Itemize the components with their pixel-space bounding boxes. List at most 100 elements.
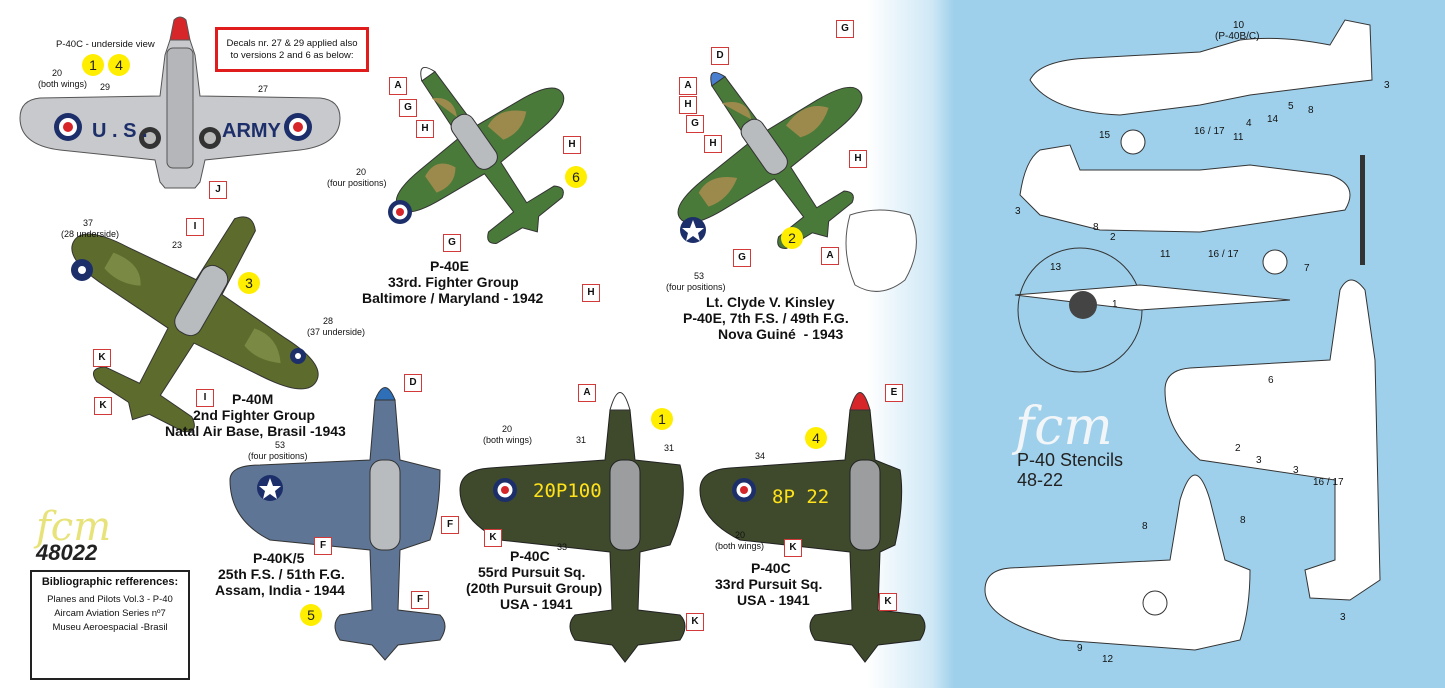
stencil-8: 8 <box>1093 222 1099 233</box>
stencil-9: 9 <box>1077 643 1083 654</box>
stencil-8: 8 <box>1240 515 1246 526</box>
caption-kinsley-1: Lt. Clyde V. Kinsley <box>706 294 835 310</box>
stencil-12: 12 <box>1102 654 1114 665</box>
label-k53-positions: (four positions) <box>248 451 308 461</box>
label-c55-both-wings: (both wings) <box>483 435 533 445</box>
stencil-code: 48-22 <box>1017 470 1064 490</box>
marker-k: K <box>784 539 802 557</box>
badge-1: 1 <box>82 54 104 76</box>
caption-p40k-3: Assam, India - 1944 <box>215 582 345 598</box>
stencil-2: 2 <box>1110 232 1116 243</box>
caption-p40c55-3: (20th Pursuit Group) <box>466 580 603 596</box>
stencil-3: 3 <box>1256 455 1262 466</box>
marker-a: A <box>679 77 697 95</box>
caption-p40e-2: 33rd. Fighter Group <box>388 274 519 290</box>
stencil-top-view <box>1164 279 1381 601</box>
label-kinsley-53: 53 <box>694 271 705 281</box>
label-c55-31a: 31 <box>576 435 587 445</box>
marker-e: E <box>885 384 903 402</box>
marker-h: H <box>416 120 434 138</box>
marker-h: H <box>563 136 581 154</box>
label-c33-both-wings: (both wings) <box>715 541 765 551</box>
label-m37: 37 <box>83 218 94 228</box>
stencil-11: 11 <box>1160 249 1171 260</box>
marker-g: G <box>399 99 417 117</box>
label-k53: 53 <box>275 440 286 450</box>
stencil-10: 10 <box>1233 20 1245 31</box>
caption-p40k-2: 25th F.S. / 51th F.G. <box>218 566 345 582</box>
label-m23: 23 <box>172 240 183 250</box>
stencil-16-17: 16 / 17 <box>1313 477 1344 488</box>
marker-g: G <box>836 20 854 38</box>
p40e-kinsley-aircraft <box>677 71 863 249</box>
marker-k: K <box>686 613 704 631</box>
label-27: 27 <box>258 84 269 94</box>
label-m28: 28 <box>323 316 334 326</box>
marker-d: D <box>404 374 422 392</box>
caption-kinsley-3: Nova Guiné - 1943 <box>718 326 844 342</box>
label-kinsley-positions: (four positions) <box>666 282 726 292</box>
stencil-10-version: (P-40B/C) <box>1215 31 1260 42</box>
stencil-3: 3 <box>1293 465 1299 476</box>
caption-p40c55-2: 55rd Pursuit Sq. <box>478 564 586 580</box>
label-c33-34: 34 <box>755 451 766 461</box>
caption-p40e-1: P-40E <box>430 258 469 274</box>
p40c-underside-aircraft <box>19 16 341 189</box>
caption-p40c33-3: USA - 1941 <box>737 592 810 608</box>
stencil-11: 11 <box>1233 132 1244 143</box>
serial-20p100: 20P100 <box>533 480 602 502</box>
stencil-14: 14 <box>1267 114 1279 125</box>
stencil-15: 15 <box>1099 130 1111 141</box>
label-c55-33: 33 <box>557 542 568 552</box>
bibliography-box: Bibliographic refferences: Planes and Pi… <box>30 570 190 680</box>
marker-f: F <box>314 537 332 555</box>
stencil-16-17: 16 / 17 <box>1194 126 1225 137</box>
caption-p40c55-1: P-40C <box>510 548 550 564</box>
p40e-aircraft <box>395 66 565 244</box>
stencil-13: 13 <box>1050 262 1062 273</box>
stencil-1: 1 <box>1112 299 1118 310</box>
fcm-logo-right: fcm <box>1015 397 1113 457</box>
note-line-2: to versions 2 and 6 as below: <box>230 49 354 61</box>
marker-i: I <box>186 218 204 236</box>
stencil-7: 7 <box>1304 263 1310 274</box>
bibliography-heading: Bibliographic refferences: <box>41 576 179 588</box>
marker-h: H <box>582 284 600 302</box>
marker-h: H <box>679 96 697 114</box>
badge-6: 6 <box>565 166 587 188</box>
stencil-6: 6 <box>1268 375 1274 386</box>
marker-g: G <box>733 249 751 267</box>
label-c55-20: 20 <box>502 424 513 434</box>
caption-p40k-1: P-40K/5 <box>253 550 305 566</box>
stencil-underside-view <box>984 474 1251 651</box>
label-c55-31b: 31 <box>664 443 675 453</box>
stencil-16-17: 16 / 17 <box>1208 249 1239 260</box>
caption-kinsley-2: P-40E, 7th F.S. / 49th F.G. <box>683 310 849 326</box>
caption-p40m-3: Natal Air Base, Brasil -1943 <box>165 423 346 439</box>
stencil-3: 3 <box>1015 206 1021 217</box>
label-m28-underside: (28 underside) <box>61 229 120 239</box>
marker-g: G <box>443 234 461 252</box>
marker-j: J <box>209 181 227 199</box>
caption-p40m-1: P-40M <box>232 391 274 407</box>
wing-text-us: U . S . <box>92 120 148 142</box>
bibliography-item: Museu Aeroespacial -Brasil <box>52 622 168 633</box>
badge-2: 2 <box>781 227 803 249</box>
label-p40e-positions: (four positions) <box>327 178 387 188</box>
stencil-8: 8 <box>1308 105 1314 116</box>
marker-a: A <box>578 384 596 402</box>
caption-p40c33-2: 33rd Pursuit Sq. <box>715 576 823 592</box>
badge-1-second: 1 <box>651 408 673 430</box>
marker-k: K <box>94 397 112 415</box>
marker-g: G <box>686 115 704 133</box>
p40c-33rd-aircraft <box>699 392 926 663</box>
stencil-2: 2 <box>1235 443 1241 454</box>
marker-f: F <box>411 591 429 609</box>
marker-i: I <box>196 389 214 407</box>
note-line-1: Decals nr. 27 & 29 applied also <box>226 38 358 49</box>
p40c-55rd-aircraft <box>459 392 686 663</box>
marker-k: K <box>484 529 502 547</box>
bibliography-item: Planes and Pilots Vol.3 - P-40 <box>47 594 173 605</box>
product-code: 48022 <box>36 540 98 565</box>
